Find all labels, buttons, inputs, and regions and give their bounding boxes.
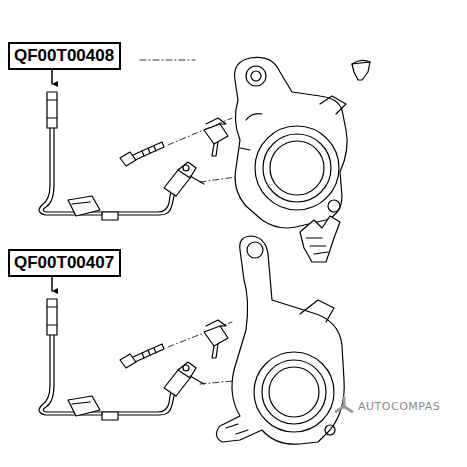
- abs-sensor-cable-stroke: [183, 365, 189, 371]
- abs-sensor-cable: [39, 92, 204, 215]
- steering-knuckle-stroke: [247, 242, 263, 258]
- clip-bracket-stroke: [206, 118, 226, 124]
- cable-grommet-stroke: [68, 396, 100, 416]
- abs-sensor-cable: [39, 299, 204, 415]
- leader-arrow: [51, 275, 52, 291]
- watermark-logo: [336, 398, 352, 412]
- clip-bracket-stroke: [212, 344, 218, 358]
- wire-holder-stroke: [300, 216, 340, 262]
- part-number: QF00T00407: [14, 253, 115, 273]
- sensor-clip: [102, 412, 118, 420]
- cable-grommet: [68, 396, 100, 416]
- sensor-clip: [102, 212, 118, 220]
- dust-cap: [352, 60, 370, 80]
- cable-grommet: [68, 196, 100, 216]
- steering-knuckle-stroke: [226, 424, 248, 434]
- abs-sensor-cable-stroke: [178, 362, 196, 378]
- steering-knuckle-stroke: [255, 126, 339, 210]
- abs-sensor-cable-stroke: [164, 370, 190, 396]
- abs-sensor-cable-stroke: [190, 376, 204, 384]
- steering-knuckle-stroke: [240, 114, 262, 150]
- cable-grommet-stroke: [72, 202, 90, 204]
- steering-knuckle-stroke: [216, 236, 344, 444]
- bolt-stroke: [133, 142, 164, 160]
- watermark: AUTOCOMPAS: [358, 400, 440, 413]
- dashed-guide: [140, 60, 250, 182]
- steering-knuckle-stroke: [269, 367, 319, 417]
- dust-cap-stroke: [352, 60, 370, 64]
- abs-sensor-cable-stroke: [43, 128, 171, 212]
- abs-sensor-cable-stroke: [178, 162, 196, 178]
- steering-knuckle-stroke: [328, 200, 340, 212]
- abs-sensor-cable-stroke: [47, 99, 57, 100]
- part-number-box: QF00T00408: [8, 42, 121, 70]
- abs-sensor-cable-stroke: [164, 170, 190, 196]
- dashed-guide-stroke: [140, 60, 195, 61]
- abs-sensor-cable-stroke: [39, 335, 175, 415]
- steering-knuckle-stroke: [251, 71, 261, 81]
- steering-knuckle-stroke: [254, 352, 334, 432]
- leader-arrow-stroke: [51, 275, 53, 291]
- watermark-logo-arm: [336, 407, 344, 412]
- steering-knuckle-stroke: [325, 425, 335, 435]
- wire-holder-stroke: [306, 238, 328, 254]
- steering-knuckle-stroke: [262, 360, 326, 424]
- sensor-clip-stroke: [102, 212, 118, 220]
- clip-bracket: [204, 320, 228, 358]
- bolt: [120, 142, 164, 166]
- clip-bracket-stroke: [212, 142, 218, 156]
- steering-knuckle-stroke: [246, 66, 266, 86]
- clip-bracket: [204, 118, 228, 156]
- bolt-stroke: [133, 344, 164, 362]
- bolt: [120, 344, 164, 368]
- steering-knuckle-stroke: [235, 57, 348, 228]
- abs-sensor-cable-stroke: [47, 324, 57, 325]
- leader-arrow-stroke: [51, 68, 53, 84]
- abs-sensor-cable-stroke: [47, 117, 57, 118]
- abs-sensor-cable-stroke: [47, 299, 57, 335]
- steering-knuckle: [235, 57, 348, 228]
- clip-bracket-stroke: [206, 320, 226, 326]
- dust-cap-stroke: [352, 62, 370, 80]
- sensor-clip-stroke: [102, 412, 118, 420]
- abs-sensor-cable-stroke: [47, 306, 57, 307]
- part-number: QF00T00408: [14, 46, 115, 66]
- bolt-stroke: [142, 146, 156, 156]
- bolt-stroke: [142, 348, 156, 358]
- dashed-guide-stroke: [168, 118, 232, 145]
- clip-bracket-stroke: [204, 326, 228, 346]
- cable-grommet-stroke: [68, 196, 100, 216]
- steering-knuckle-stroke: [320, 96, 346, 114]
- steering-knuckle-stroke: [300, 300, 334, 322]
- cable-grommet-stroke: [72, 402, 90, 404]
- leader-arrow: [51, 68, 52, 84]
- steering-knuckle: [216, 236, 344, 444]
- steering-knuckle-stroke: [263, 134, 331, 202]
- abs-sensor-cable-stroke: [39, 128, 175, 215]
- abs-sensor-cable-stroke: [190, 176, 204, 184]
- abs-sensor-cable-stroke: [47, 92, 57, 128]
- part-number-box: QF00T00407: [8, 249, 121, 277]
- abs-sensor-cable-stroke: [183, 165, 189, 171]
- abs-sensor-cable-stroke: [43, 335, 171, 412]
- clip-bracket-stroke: [204, 124, 228, 144]
- steering-knuckle-stroke: [270, 141, 324, 195]
- wire-holder: [300, 216, 340, 262]
